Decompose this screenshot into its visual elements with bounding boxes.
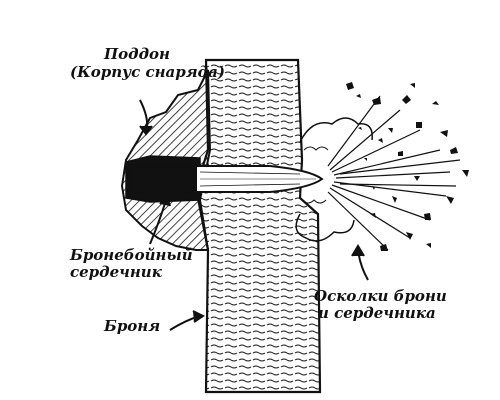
fragments-label-line1: Осколки брони (314, 287, 447, 305)
sabot-sublabel: (Корпус снаряда) (70, 64, 225, 81)
exit-cloud (295, 117, 373, 242)
spray-lines (327, 95, 461, 251)
sabot-label-line1: Поддон (104, 45, 170, 63)
core-label-line2: сердечник (70, 263, 162, 281)
fragments-arrowhead (351, 244, 365, 257)
armor-plate (194, 58, 322, 394)
core-arrowhead (159, 193, 171, 207)
armor-label-line1: Броня (104, 317, 161, 335)
core-label-line1: Бронебойный (70, 246, 193, 264)
fragments-label-line2: и сердечника (318, 304, 436, 322)
armor-arrowhead (192, 310, 205, 323)
leader-arrows (139, 99, 369, 331)
fragments (346, 82, 469, 251)
core-label: Бронебойный сердечник (70, 247, 193, 281)
sabot-label-line2: (Корпус снаряда) (70, 63, 225, 81)
sabot-arrowhead (139, 125, 153, 136)
armor-label: Броня (104, 318, 160, 335)
fragments-label: Осколки брони и сердечника (314, 288, 447, 322)
penetrator-core (129, 165, 324, 193)
sabot-label: Поддон (104, 46, 170, 63)
